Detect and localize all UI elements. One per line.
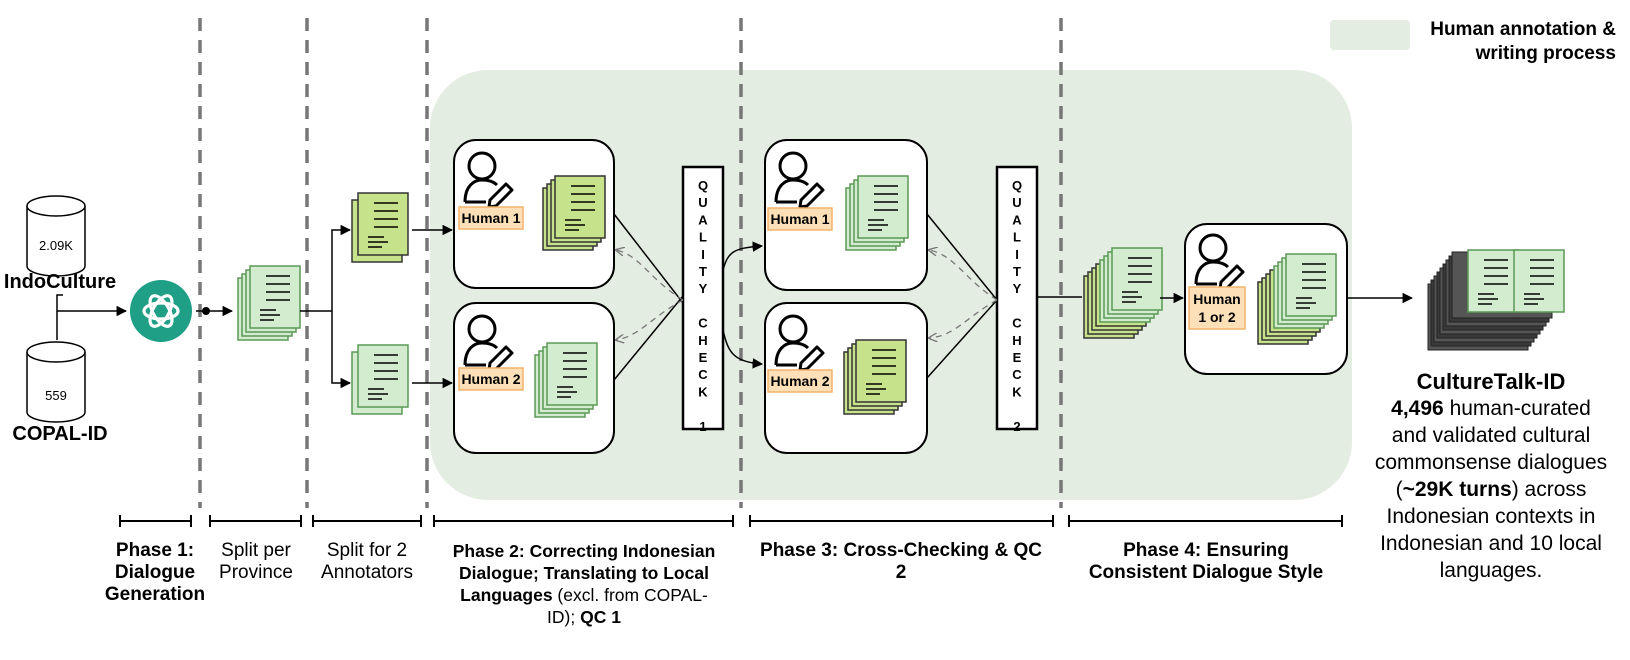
p4-human-label-1: Human bbox=[1193, 291, 1240, 307]
connectors-qc2 bbox=[926, 213, 1082, 379]
qc-letter: 2 bbox=[1013, 419, 1020, 434]
qc-letter: U bbox=[698, 195, 707, 210]
dataset-summary: CultureTalk-ID 4,496 human-curated and v… bbox=[1352, 368, 1630, 584]
doc-stack-annotator-1 bbox=[351, 192, 409, 263]
phase3-human1-box: Human 1 bbox=[764, 139, 928, 291]
phase1-label: Phase 1: Dialogue Generation bbox=[104, 540, 206, 605]
qc-letter: T bbox=[699, 264, 707, 279]
p3-human2-label: Human 2 bbox=[770, 373, 829, 389]
qc-letter: T bbox=[1013, 264, 1021, 279]
qc-letter: E bbox=[699, 350, 708, 365]
db1-count: 2.09K bbox=[39, 238, 73, 253]
p4-human-label-2: 1 or 2 bbox=[1198, 309, 1236, 325]
openai-icon bbox=[130, 280, 192, 342]
phase2-human2-box: Human 2 bbox=[453, 302, 615, 454]
phase2-label: Phase 2: Correcting Indonesian Dialogue;… bbox=[452, 541, 716, 627]
db1-name: IndoCulture bbox=[4, 271, 116, 293]
connector-to-phase2 bbox=[412, 224, 454, 389]
dataset-stack-icon bbox=[1427, 249, 1565, 351]
phase3-human2-box: Human 2 bbox=[764, 302, 928, 454]
phase4-human-box: Human 1 or 2 bbox=[1184, 223, 1348, 375]
qc-letter: A bbox=[1012, 212, 1022, 227]
doc-stack-province bbox=[238, 266, 300, 340]
qc-letter: U bbox=[1012, 195, 1021, 210]
doc-stack-annotator-2 bbox=[351, 344, 409, 415]
split-annotators-label: Split for 2 Annotators bbox=[321, 540, 413, 583]
junction-dot bbox=[202, 307, 210, 315]
qc-letter: H bbox=[1012, 333, 1021, 348]
legend-label: Human annotation & writing process bbox=[1430, 19, 1616, 64]
qc-letter: K bbox=[1012, 384, 1022, 399]
legend-swatch bbox=[1330, 20, 1410, 50]
qc-letter: L bbox=[1013, 230, 1021, 245]
qc-letter: Y bbox=[1013, 281, 1022, 296]
qc-letter: C bbox=[1012, 367, 1022, 382]
qc-letter: C bbox=[698, 316, 708, 331]
db2-count: 559 bbox=[45, 388, 67, 403]
qc-letter: I bbox=[701, 247, 705, 262]
qc-letter: E bbox=[1013, 350, 1022, 365]
split-province-label: Split per Province bbox=[219, 540, 293, 583]
phase2-human1-box: Human 1 bbox=[453, 139, 615, 289]
qc-letter: Y bbox=[699, 281, 708, 296]
phase-separators bbox=[198, 18, 1063, 508]
qc-letter: H bbox=[698, 333, 707, 348]
qc-letter: Q bbox=[698, 178, 708, 193]
qc-letter: K bbox=[698, 384, 708, 399]
database-copal-id: 559 COPAL-ID bbox=[12, 341, 108, 445]
qc-letter: Q bbox=[1012, 178, 1022, 193]
phase3-label: Phase 3: Cross-Checking & QC 2 bbox=[760, 540, 1042, 583]
dataset-title: CultureTalk-ID bbox=[1416, 369, 1566, 394]
qc-letter: 1 bbox=[699, 419, 706, 434]
qc-letter: A bbox=[698, 212, 708, 227]
qc-letter: C bbox=[1012, 316, 1022, 331]
database-indoculture: 2.09K IndoCulture bbox=[4, 195, 116, 293]
db-connectors bbox=[56, 294, 128, 340]
connector-split bbox=[300, 224, 352, 389]
p3-human1-label: Human 1 bbox=[770, 211, 829, 227]
phase-bars bbox=[119, 515, 1343, 527]
db2-name: COPAL-ID bbox=[12, 423, 107, 445]
connectors-qc1 bbox=[613, 213, 764, 381]
qc-letter: I bbox=[1015, 247, 1019, 262]
qc-letter: L bbox=[699, 230, 707, 245]
qc-letter: C bbox=[698, 367, 708, 382]
p2-human1-label: Human 1 bbox=[461, 210, 520, 226]
phase4-label: Phase 4: Ensuring Consistent Dialogue St… bbox=[1088, 540, 1324, 583]
p2-human2-label: Human 2 bbox=[461, 371, 520, 387]
